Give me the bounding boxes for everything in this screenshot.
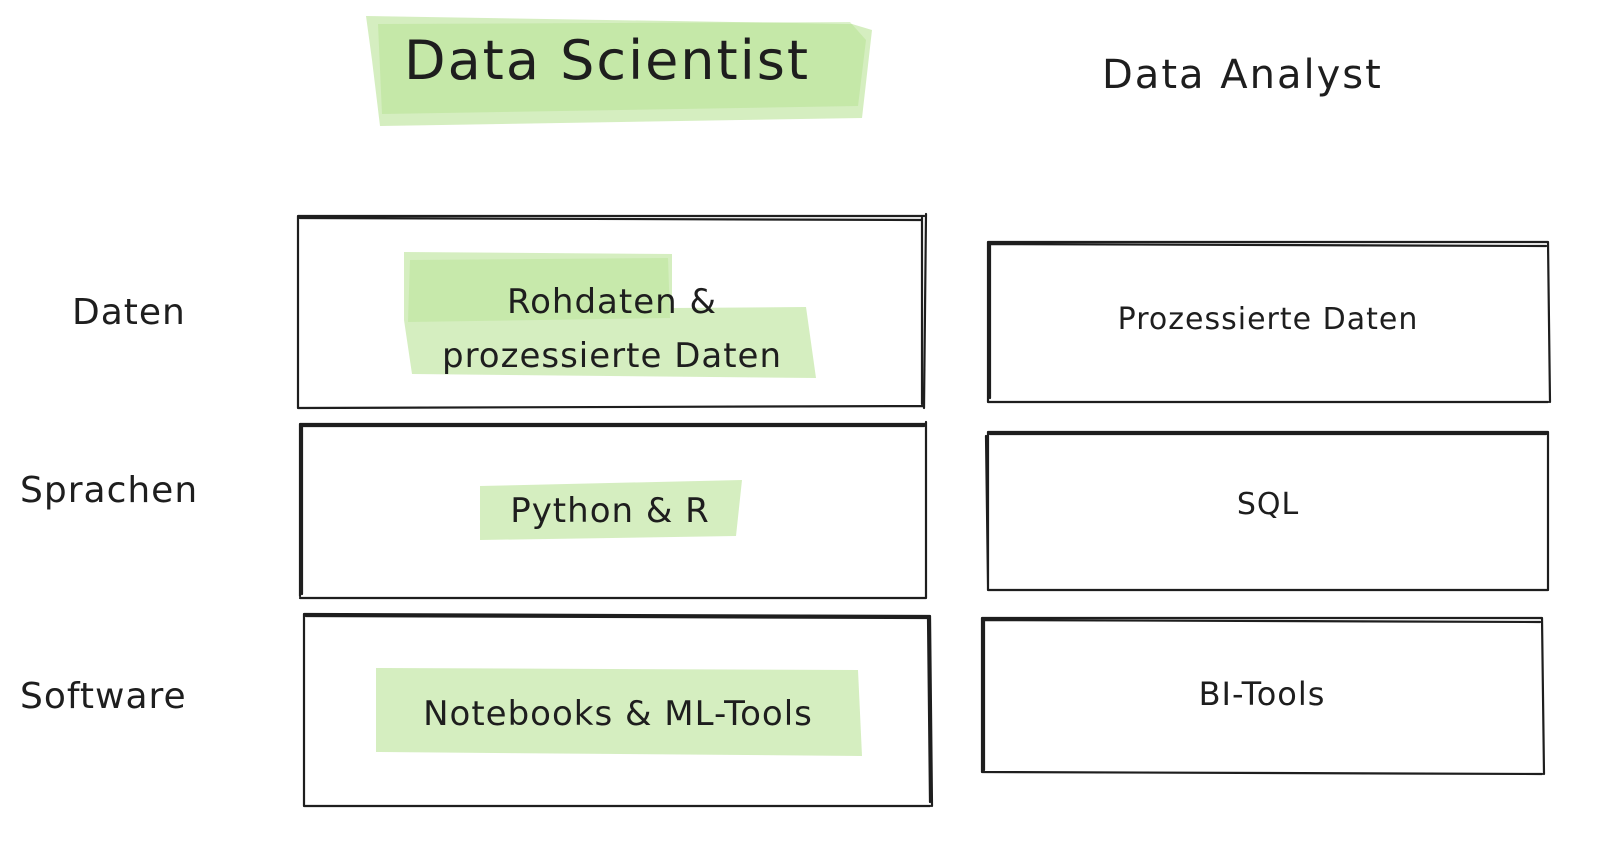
row-label-sprachen: Sprachen: [20, 470, 199, 511]
highlights: [366, 16, 872, 756]
box-da-daten: [986, 240, 1552, 404]
box-ds-software: [302, 612, 934, 808]
cell-ds-daten: Rohdaten & prozessierte Daten: [441, 282, 783, 376]
cell-da-software: BI-Tools: [1198, 675, 1326, 713]
highlight-rohdaten: [404, 252, 816, 378]
highlight-data-scientist-title: [366, 16, 872, 126]
box-da-sprachen: [984, 430, 1550, 592]
highlight-python: [480, 480, 742, 540]
boxes: [296, 212, 1552, 808]
highlight-notebooks: [376, 668, 862, 756]
row-label-software: Software: [20, 676, 187, 717]
column-title-data-scientist: Data Scientist: [404, 29, 810, 92]
row-label-daten: Daten: [72, 292, 186, 333]
column-title-data-analyst: Data Analyst: [1102, 52, 1383, 98]
box-ds-daten: [296, 212, 928, 410]
box-ds-sprachen: [298, 420, 928, 600]
cell-ds-sprachen: Python & R: [510, 491, 710, 531]
box-da-software: [980, 616, 1546, 776]
highlight-rohdaten-overlay: [408, 258, 670, 322]
cell-da-sprachen: SQL: [1236, 487, 1300, 522]
cell-da-daten: Prozessierte Daten: [1117, 302, 1419, 337]
highlight-data-scientist-title-overlay: [378, 22, 866, 114]
cell-ds-software: Notebooks & ML-Tools: [423, 694, 813, 734]
